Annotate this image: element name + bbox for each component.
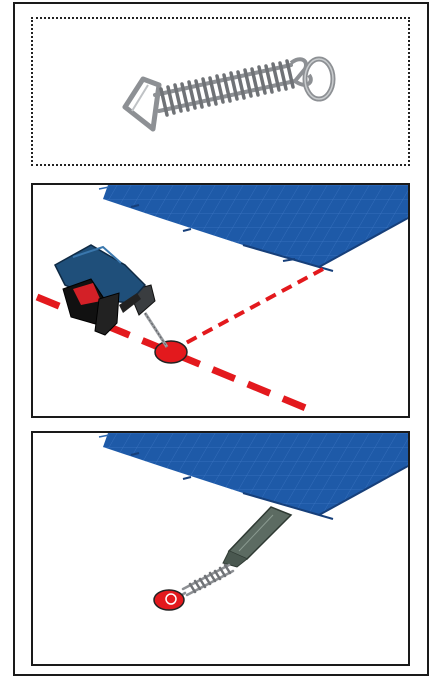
pool-cover — [99, 433, 408, 519]
attach-strap-panel — [31, 431, 410, 666]
attach-strap-scene — [33, 433, 408, 664]
spring-hardware-panel — [31, 17, 410, 166]
strap-spring-icon — [175, 565, 233, 599]
anchor-marker — [155, 341, 187, 363]
spring-icon — [33, 19, 408, 164]
anchor-marker — [154, 590, 184, 610]
pool-cover — [99, 185, 408, 271]
drill-anchor-scene — [33, 185, 408, 416]
hammer-drill-icon — [55, 245, 167, 347]
strap — [223, 507, 291, 567]
drill-anchor-panel — [31, 183, 410, 418]
